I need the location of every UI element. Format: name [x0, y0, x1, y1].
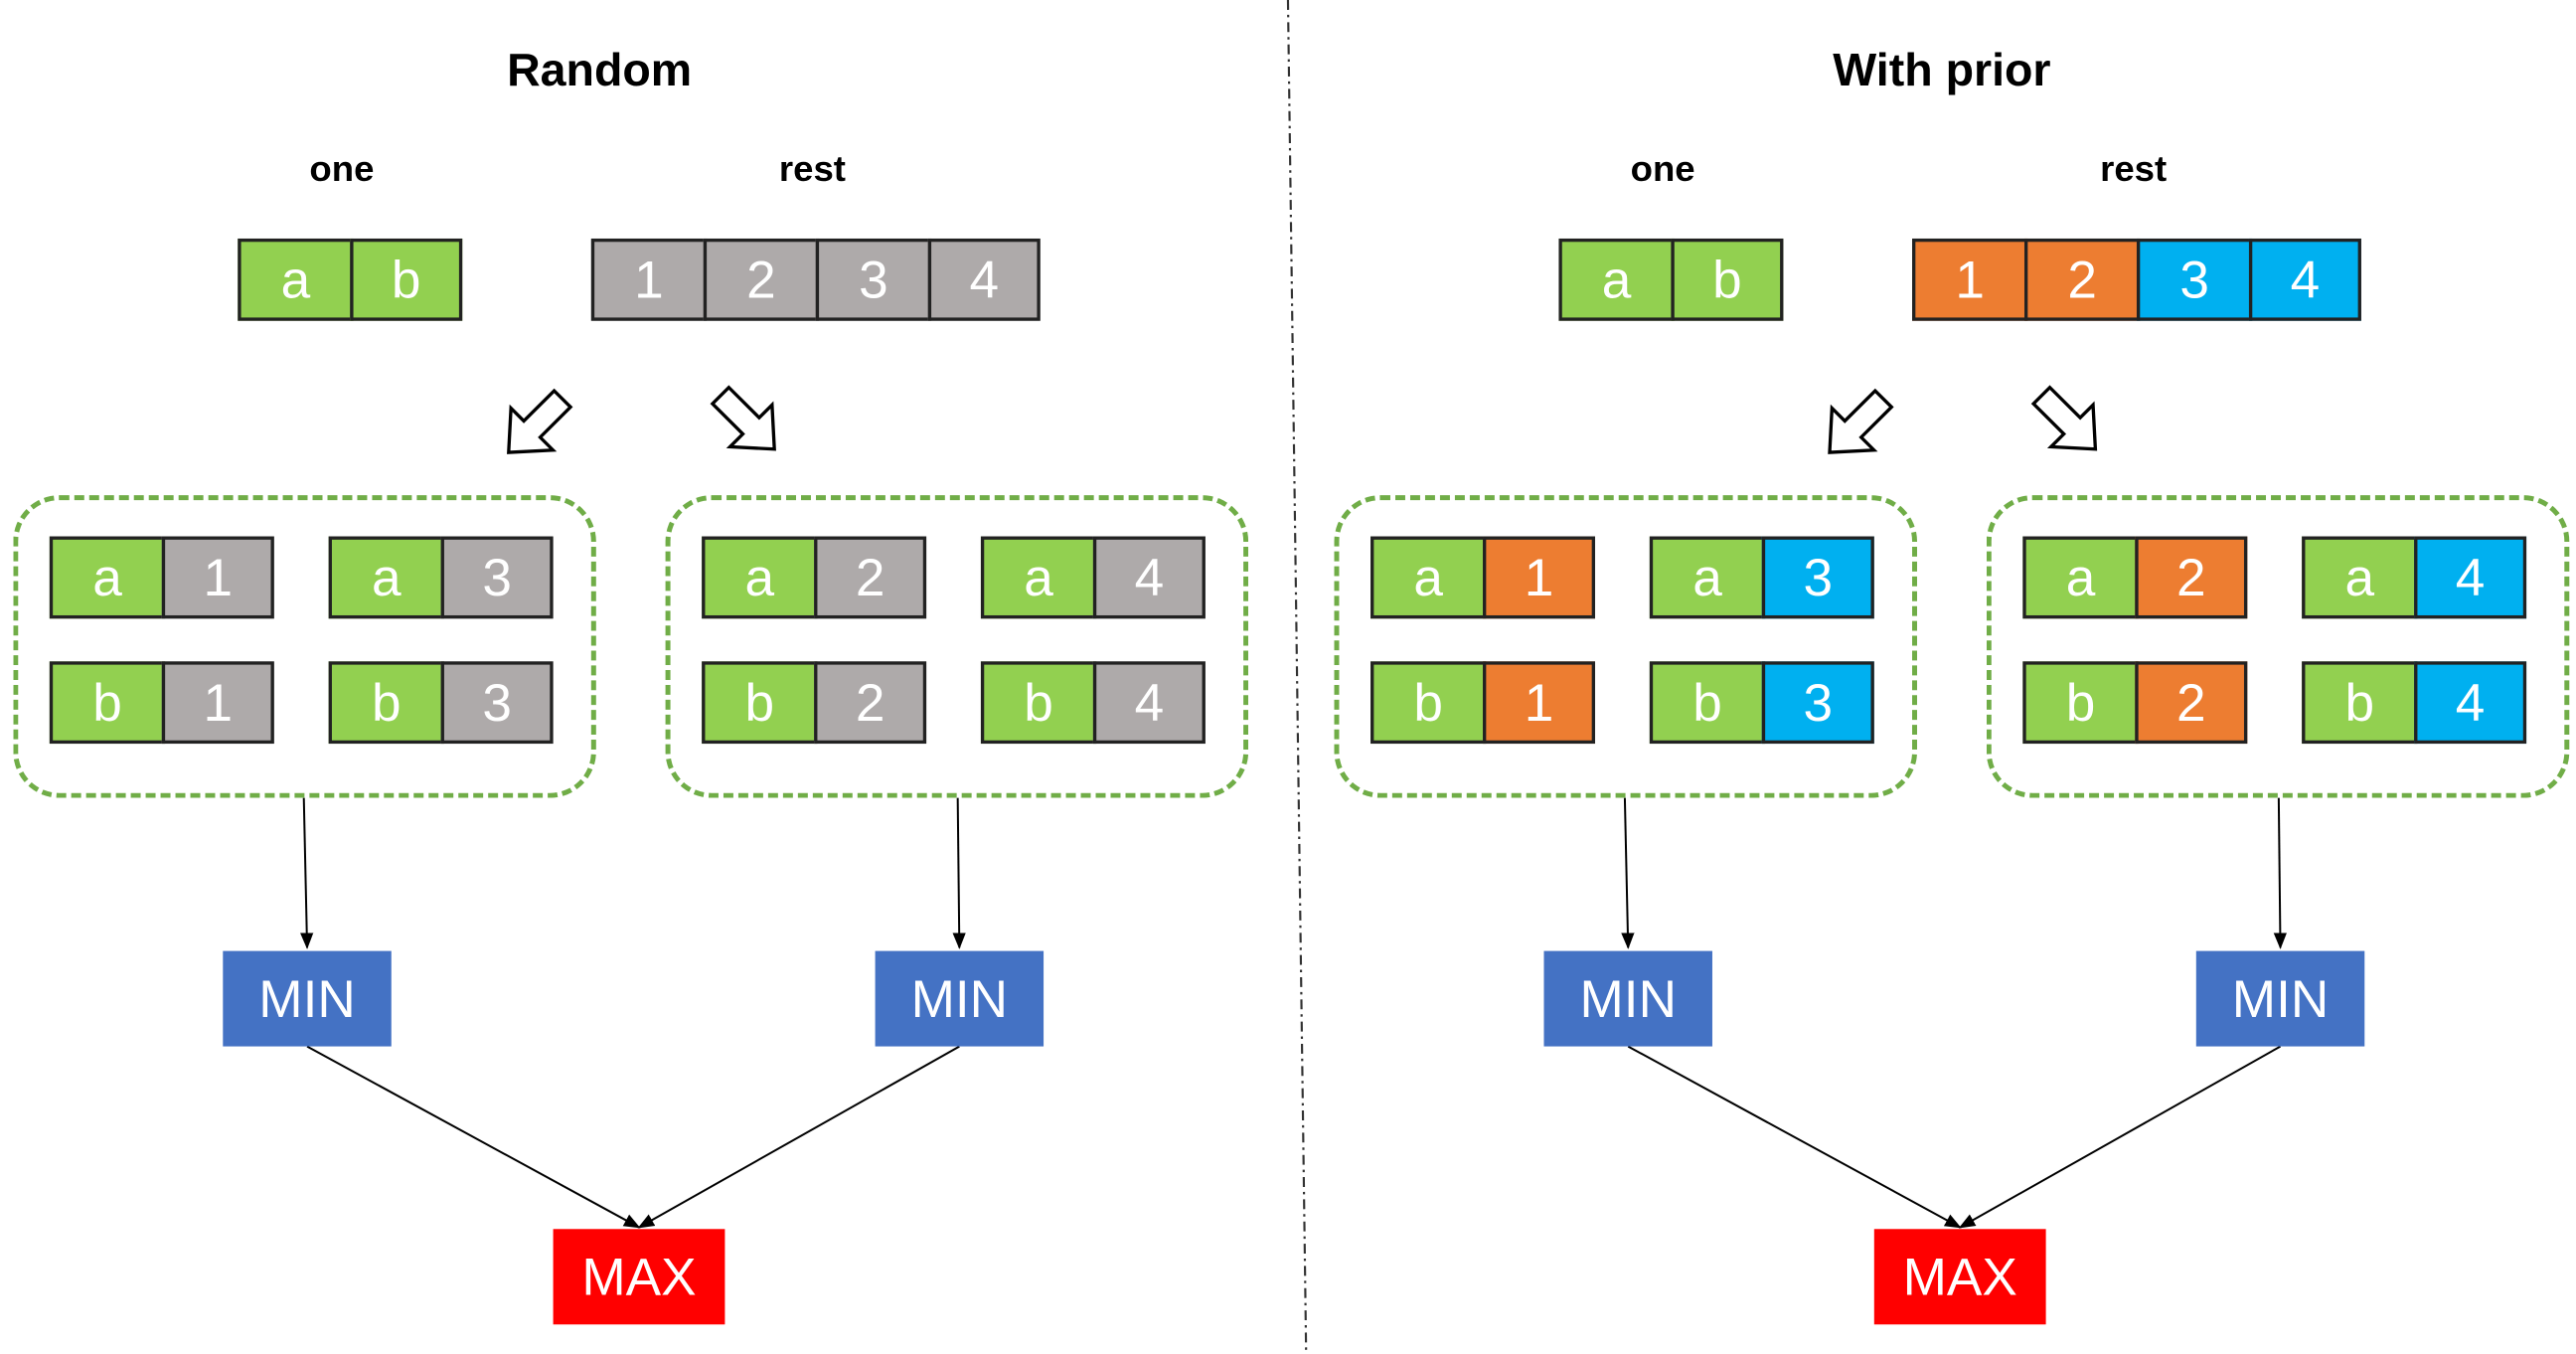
cell-3: 3 [2136, 238, 2253, 321]
cell-4: 4 [2414, 536, 2527, 619]
cell-2: 2 [814, 661, 927, 745]
cell-a: a [1558, 238, 1675, 321]
down-left-block-arrow [1828, 388, 1894, 454]
max-box: MAX [553, 1229, 725, 1325]
cell-2: 2 [814, 536, 927, 619]
min-to-max-arrow [1627, 1045, 1962, 1229]
cell-a: a [980, 536, 1097, 619]
cell-b: b [1370, 661, 1487, 745]
max-box: MAX [1873, 1229, 2046, 1325]
cell-b: b [1649, 661, 1766, 745]
pair-group [1334, 495, 1918, 798]
cell-4: 4 [2414, 661, 2527, 745]
cell-1: 1 [1912, 238, 2028, 321]
cell-1: 1 [1483, 661, 1596, 745]
cell-2: 2 [2023, 238, 2141, 321]
rest-label: rest [778, 147, 846, 190]
min-box: MIN [1543, 950, 1712, 1047]
one-label: one [309, 147, 375, 190]
one-label: one [1630, 147, 1695, 190]
cell-3: 3 [1761, 536, 1874, 619]
cell-4: 4 [1092, 536, 1206, 619]
cell-2: 2 [703, 238, 820, 321]
min-to-max-arrow [1958, 1045, 2282, 1229]
panel-title: With prior [1833, 44, 2051, 95]
cell-1: 1 [590, 238, 708, 321]
cell-3: 3 [815, 238, 932, 321]
cell-b: b [980, 661, 1097, 745]
cell-1: 1 [161, 661, 274, 745]
panel-title: Random [507, 44, 693, 95]
cell-3: 3 [440, 661, 554, 745]
group-to-min-arrow [952, 797, 966, 949]
cell-a: a [1370, 536, 1487, 619]
group-to-min-arrow [2273, 797, 2288, 949]
group-to-min-arrow [300, 797, 314, 949]
cell-2: 2 [2135, 536, 2248, 619]
pair-group [13, 495, 596, 798]
cell-b: b [1671, 238, 1784, 321]
cell-a: a [238, 238, 354, 321]
cell-b: b [702, 661, 818, 745]
cell-a: a [2022, 536, 2139, 619]
cell-a: a [2302, 536, 2418, 619]
min-to-max-arrow [637, 1045, 960, 1229]
cell-3: 3 [440, 536, 554, 619]
cell-3: 3 [1761, 661, 1874, 745]
min-to-max-arrow [306, 1045, 641, 1229]
cell-4: 4 [927, 238, 1041, 321]
min-box: MIN [2195, 950, 2365, 1047]
min-box: MIN [875, 950, 1045, 1047]
min-box: MIN [223, 950, 392, 1047]
cell-4: 4 [2248, 238, 2361, 321]
cell-b: b [350, 238, 463, 321]
cell-1: 1 [1483, 536, 1596, 619]
cell-a: a [702, 536, 818, 619]
cell-b: b [2302, 661, 2418, 745]
down-right-block-arrow [2030, 385, 2098, 451]
cell-b: b [49, 661, 166, 745]
group-to-min-arrow [1621, 797, 1635, 949]
cell-b: b [328, 661, 444, 745]
down-left-block-arrow [507, 388, 573, 454]
rest-label: rest [2100, 147, 2168, 190]
panel-divider [1286, 0, 1308, 1354]
cell-4: 4 [1092, 661, 1206, 745]
pair-group [1986, 495, 2570, 798]
cell-b: b [2022, 661, 2139, 745]
down-right-block-arrow [710, 385, 776, 451]
cell-1: 1 [161, 536, 274, 619]
cell-a: a [49, 536, 166, 619]
cell-a: a [1649, 536, 1766, 619]
cell-a: a [328, 536, 444, 619]
cell-2: 2 [2135, 661, 2248, 745]
pair-group [665, 495, 1249, 798]
